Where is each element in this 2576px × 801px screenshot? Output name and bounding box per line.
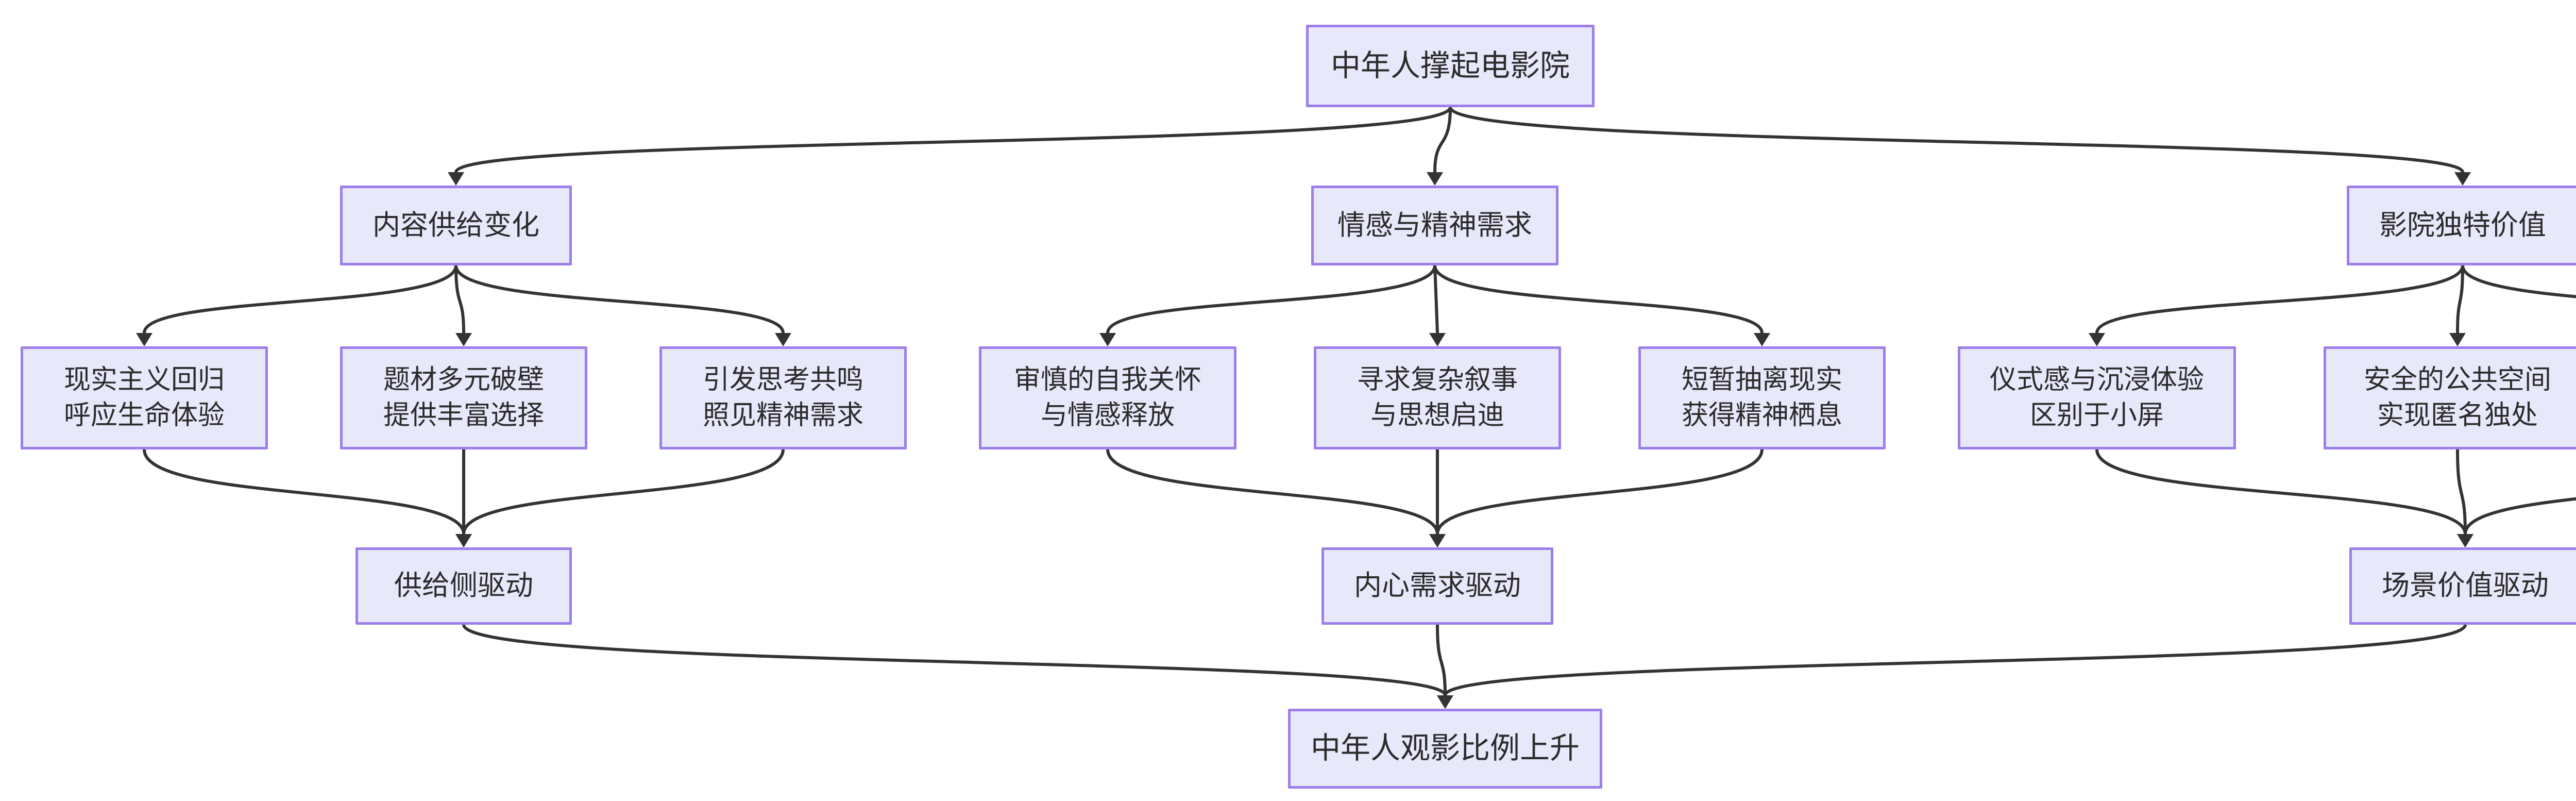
node-l2-line-1: 题材多元破壁 — [383, 365, 544, 395]
arrowhead-l5-to-d2 — [1429, 534, 1446, 547]
arrowhead-root-to-b1 — [448, 172, 464, 186]
edge-l4-to-d2 — [1106, 449, 1439, 535]
edge-b3-to-l9 — [2461, 265, 2576, 298]
node-l4-line-1: 审慎的自我关怀 — [1013, 365, 1201, 395]
arrowhead-l1-to-d1 — [455, 534, 472, 547]
node-b2-line-1: 情感与精神需求 — [1337, 209, 1532, 241]
node-b2[interactable]: 情感与精神需求 — [1311, 186, 1558, 265]
node-l1-line-1: 现实主义回归 — [63, 365, 225, 395]
node-l7[interactable]: 仪式感与沉浸体验区别于小屏 — [1958, 346, 2236, 449]
edge-root-to-b3 — [1449, 106, 2464, 173]
node-b3-line-1: 影院独特价值 — [2379, 209, 2546, 241]
arrowhead-l9-to-d3 — [2457, 534, 2473, 547]
arrowhead-l6-to-d2 — [1429, 534, 1446, 547]
edge-l1-to-d1 — [143, 449, 465, 535]
node-l4-line-2: 与情感释放 — [1040, 400, 1175, 430]
edge-l6-to-d2 — [1436, 449, 1764, 535]
edge-l8-to-d3 — [2456, 449, 2467, 535]
arrowhead-l4-to-d2 — [1429, 534, 1446, 547]
node-l6-line-1: 短暂抽离现实 — [1681, 365, 1842, 395]
node-l1[interactable]: 现实主义回归呼应生命体验 — [21, 346, 268, 449]
node-l5-line-2: 与思想启迪 — [1370, 400, 1504, 430]
arrowhead-b2-to-l6 — [1754, 333, 1770, 346]
edge-b1-to-l3 — [454, 265, 785, 333]
node-d1-line-1: 供给侧驱动 — [394, 570, 533, 602]
edge-d1-to-outcome — [462, 624, 1447, 696]
node-l4[interactable]: 审慎的自我关怀与情感释放 — [979, 346, 1236, 449]
edge-l9-to-d3 — [2464, 497, 2576, 535]
arrowhead-b1-to-l2 — [455, 333, 472, 346]
arrowhead-d3-to-outcome — [1437, 695, 1453, 709]
node-l6-line-2: 获得精神栖息 — [1681, 400, 1842, 430]
node-l1-line-2: 呼应生命体验 — [63, 400, 225, 430]
arrowhead-root-to-b3 — [2454, 172, 2471, 186]
node-outcome-line-1: 中年人观影比例上升 — [1310, 731, 1580, 765]
node-l2[interactable]: 题材多元破壁提供丰富选择 — [340, 346, 587, 449]
edge-b3-to-l8 — [2456, 265, 2464, 333]
node-l7-line-2: 区别于小屏 — [2029, 400, 2164, 430]
arrowhead-b3-to-l8 — [2449, 333, 2466, 346]
node-d1[interactable]: 供给侧驱动 — [355, 547, 572, 625]
node-b3[interactable]: 影院独特价值 — [2347, 186, 2576, 265]
node-l6[interactable]: 短暂抽离现实获得精神栖息 — [1638, 346, 1886, 449]
edge-d2-to-outcome — [1436, 624, 1447, 696]
node-l8-line-1: 安全的公共空间 — [2363, 365, 2551, 395]
arrowhead-b1-to-l1 — [136, 333, 152, 346]
node-l3-line-1: 引发思考共鸣 — [702, 365, 863, 395]
arrowhead-d2-to-outcome — [1437, 695, 1453, 709]
node-root-line-1: 中年人撑起电影院 — [1330, 48, 1570, 82]
node-l7-line-1: 仪式感与沉浸体验 — [1989, 365, 2204, 395]
node-root[interactable]: 中年人撑起电影院 — [1306, 25, 1595, 107]
node-d3[interactable]: 场景价值驱动 — [2349, 547, 2576, 625]
edge-l7-to-d3 — [2095, 449, 2467, 535]
arrowhead-root-to-b2 — [1427, 172, 1443, 186]
arrowhead-b1-to-l3 — [775, 333, 791, 346]
edge-root-to-b2 — [1433, 107, 1452, 173]
edge-b2-to-l5 — [1433, 265, 1439, 333]
node-d2-line-1: 内心需求驱动 — [1354, 570, 1521, 602]
arrowhead-b2-to-l4 — [1099, 333, 1116, 346]
edge-b1-to-l1 — [143, 265, 457, 333]
edge-l3-to-d1 — [462, 449, 785, 535]
arrowhead-l3-to-d1 — [455, 534, 472, 547]
node-d3-line-1: 场景价值驱动 — [2382, 570, 2549, 602]
edge-b2-to-l4 — [1106, 265, 1436, 333]
edge-root-to-b1 — [454, 106, 1452, 173]
arrowhead-l7-to-d3 — [2457, 534, 2473, 547]
node-l3-line-2: 照见精神需求 — [702, 400, 863, 430]
arrowhead-l8-to-d3 — [2457, 534, 2473, 547]
node-l5-line-1: 寻求复杂叙事 — [1357, 365, 1518, 395]
node-l3[interactable]: 引发思考共鸣照见精神需求 — [659, 346, 907, 449]
arrowhead-b2-to-l5 — [1429, 333, 1446, 346]
node-outcome[interactable]: 中年人观影比例上升 — [1288, 709, 1602, 789]
node-l8[interactable]: 安全的公共空间实现匿名独处 — [2324, 346, 2576, 449]
node-l2-line-2: 提供丰富选择 — [383, 400, 544, 430]
node-l5[interactable]: 寻求复杂叙事与思想启迪 — [1314, 346, 1561, 449]
node-b1[interactable]: 内容供给变化 — [340, 186, 572, 265]
edge-b3-to-l7 — [2095, 265, 2464, 333]
arrowhead-d1-to-outcome — [1437, 695, 1453, 709]
arrowhead-b3-to-l7 — [2089, 333, 2105, 346]
node-b1-line-1: 内容供给变化 — [372, 209, 539, 241]
node-d2[interactable]: 内心需求驱动 — [1321, 547, 1553, 625]
node-l8-line-2: 实现匿名独处 — [2377, 400, 2538, 430]
edge-d3-to-outcome — [1444, 624, 2467, 696]
edge-b1-to-l2 — [454, 265, 465, 333]
arrowhead-l2-to-d1 — [455, 534, 472, 547]
edge-b2-to-l6 — [1433, 265, 1764, 333]
